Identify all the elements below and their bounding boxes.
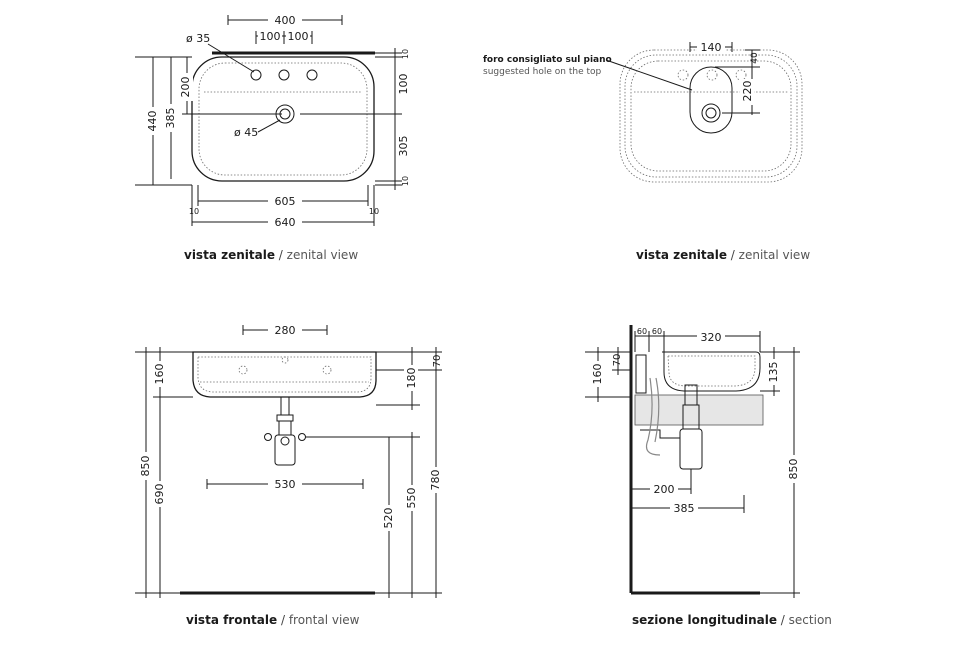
- caption-top-right-sep: /: [730, 248, 735, 262]
- wall-bracket: [635, 354, 647, 394]
- note-leader: [605, 59, 693, 91]
- flexible-hose: [645, 377, 661, 456]
- dim-220: 220: [741, 81, 754, 102]
- valve-left: [264, 433, 272, 441]
- leader-phi-45: [257, 119, 281, 133]
- dim-530: 530: [275, 478, 296, 491]
- dim-phi-35: ø 35: [186, 32, 210, 45]
- dim-10-right: 10: [369, 207, 379, 216]
- basin-section: [662, 351, 761, 392]
- tap-hole-center: [278, 69, 290, 81]
- suggested-slot-hole: [689, 66, 733, 134]
- valve-right: [298, 433, 306, 441]
- caption-bottom-left-en: frontal view: [288, 613, 360, 627]
- top-view-dimensioned: 400 100 100 ø 35 ø 45 440 385 200: [135, 12, 411, 229]
- frontal-view: 280 530 850 160 690: [135, 323, 443, 598]
- dim-400: 400: [275, 14, 296, 27]
- waste-pipe: [280, 396, 290, 416]
- dim-385: 385: [674, 502, 695, 515]
- bottle-trap: [679, 428, 703, 470]
- dim-10-top: 10: [401, 49, 410, 59]
- caption-top-left-sep: /: [278, 248, 283, 262]
- bottle-trap: [274, 434, 296, 466]
- dim-850: 850: [139, 456, 152, 477]
- dim-385: 385: [164, 108, 177, 129]
- note-english: suggested hole on the top: [483, 67, 602, 77]
- tap-hole-left: [250, 69, 262, 81]
- section-view: 60 60 320 160 70 135 850 200 385: [585, 325, 800, 598]
- dim-200: 200: [179, 77, 192, 98]
- dim-605: 605: [275, 195, 296, 208]
- dim-phi-45: ø 45: [234, 126, 258, 139]
- dim-70: 70: [432, 355, 443, 368]
- dim-100-b: 100: [288, 30, 309, 43]
- basin-front-body: [192, 351, 377, 398]
- dim-40: 40: [750, 52, 760, 64]
- dim-520: 520: [382, 508, 395, 529]
- top-view-hole: foro consigliato sul piano suggested hol…: [483, 40, 803, 183]
- dim-850: 850: [787, 459, 800, 480]
- tap-hole-right: [306, 69, 318, 81]
- note-italian: foro consigliato sul piano: [483, 55, 612, 65]
- caption-bottom-right-en: section: [788, 613, 832, 627]
- dim-640: 640: [275, 216, 296, 229]
- dim-305: 305: [397, 136, 410, 157]
- caption-top-left-en: zenital view: [286, 248, 359, 262]
- caption-top-right: vista zenitale / zenital view: [636, 248, 810, 262]
- leader-phi-35: [207, 43, 255, 73]
- dim-440: 440: [146, 111, 159, 132]
- dim-690: 690: [153, 484, 166, 505]
- caption-bottom-right-it: sezione longitudinale: [632, 613, 777, 627]
- caption-top-left: vista zenitale / zenital view: [184, 248, 358, 262]
- caption-top-left-it: vista zenitale: [184, 248, 275, 262]
- dim-100-right: 100: [397, 74, 410, 95]
- basin-dotted-outer: [619, 49, 803, 183]
- caption-bottom-left: vista frontale / frontal view: [186, 613, 360, 627]
- dim-180: 180: [405, 368, 418, 389]
- drain-outer: [701, 103, 721, 123]
- caption-bottom-left-it: vista frontale: [186, 613, 278, 627]
- dim-780: 780: [429, 470, 442, 491]
- caption-bottom-right-sep: /: [780, 613, 785, 627]
- dim-550: 550: [405, 488, 418, 509]
- caption-top-right-en: zenital view: [738, 248, 811, 262]
- dim-70: 70: [612, 354, 623, 367]
- dim-60-b: 60: [652, 327, 662, 336]
- dim-280: 280: [275, 324, 296, 337]
- caption-bottom-left-sep: /: [280, 613, 285, 627]
- dim-10-left: 10: [189, 207, 199, 216]
- dim-160: 160: [591, 364, 604, 385]
- caption-bottom-right: sezione longitudinale / section: [632, 613, 832, 627]
- dim-60-a: 60: [637, 327, 647, 336]
- dim-160: 160: [153, 364, 166, 385]
- caption-top-right-it: vista zenitale: [636, 248, 727, 262]
- dim-100-a: 100: [260, 30, 281, 43]
- dim-135: 135: [767, 362, 780, 383]
- dim-320: 320: [701, 331, 722, 344]
- dim-140: 140: [701, 41, 722, 54]
- dim-10-bottom: 10: [401, 176, 410, 186]
- dim-200: 200: [654, 483, 675, 496]
